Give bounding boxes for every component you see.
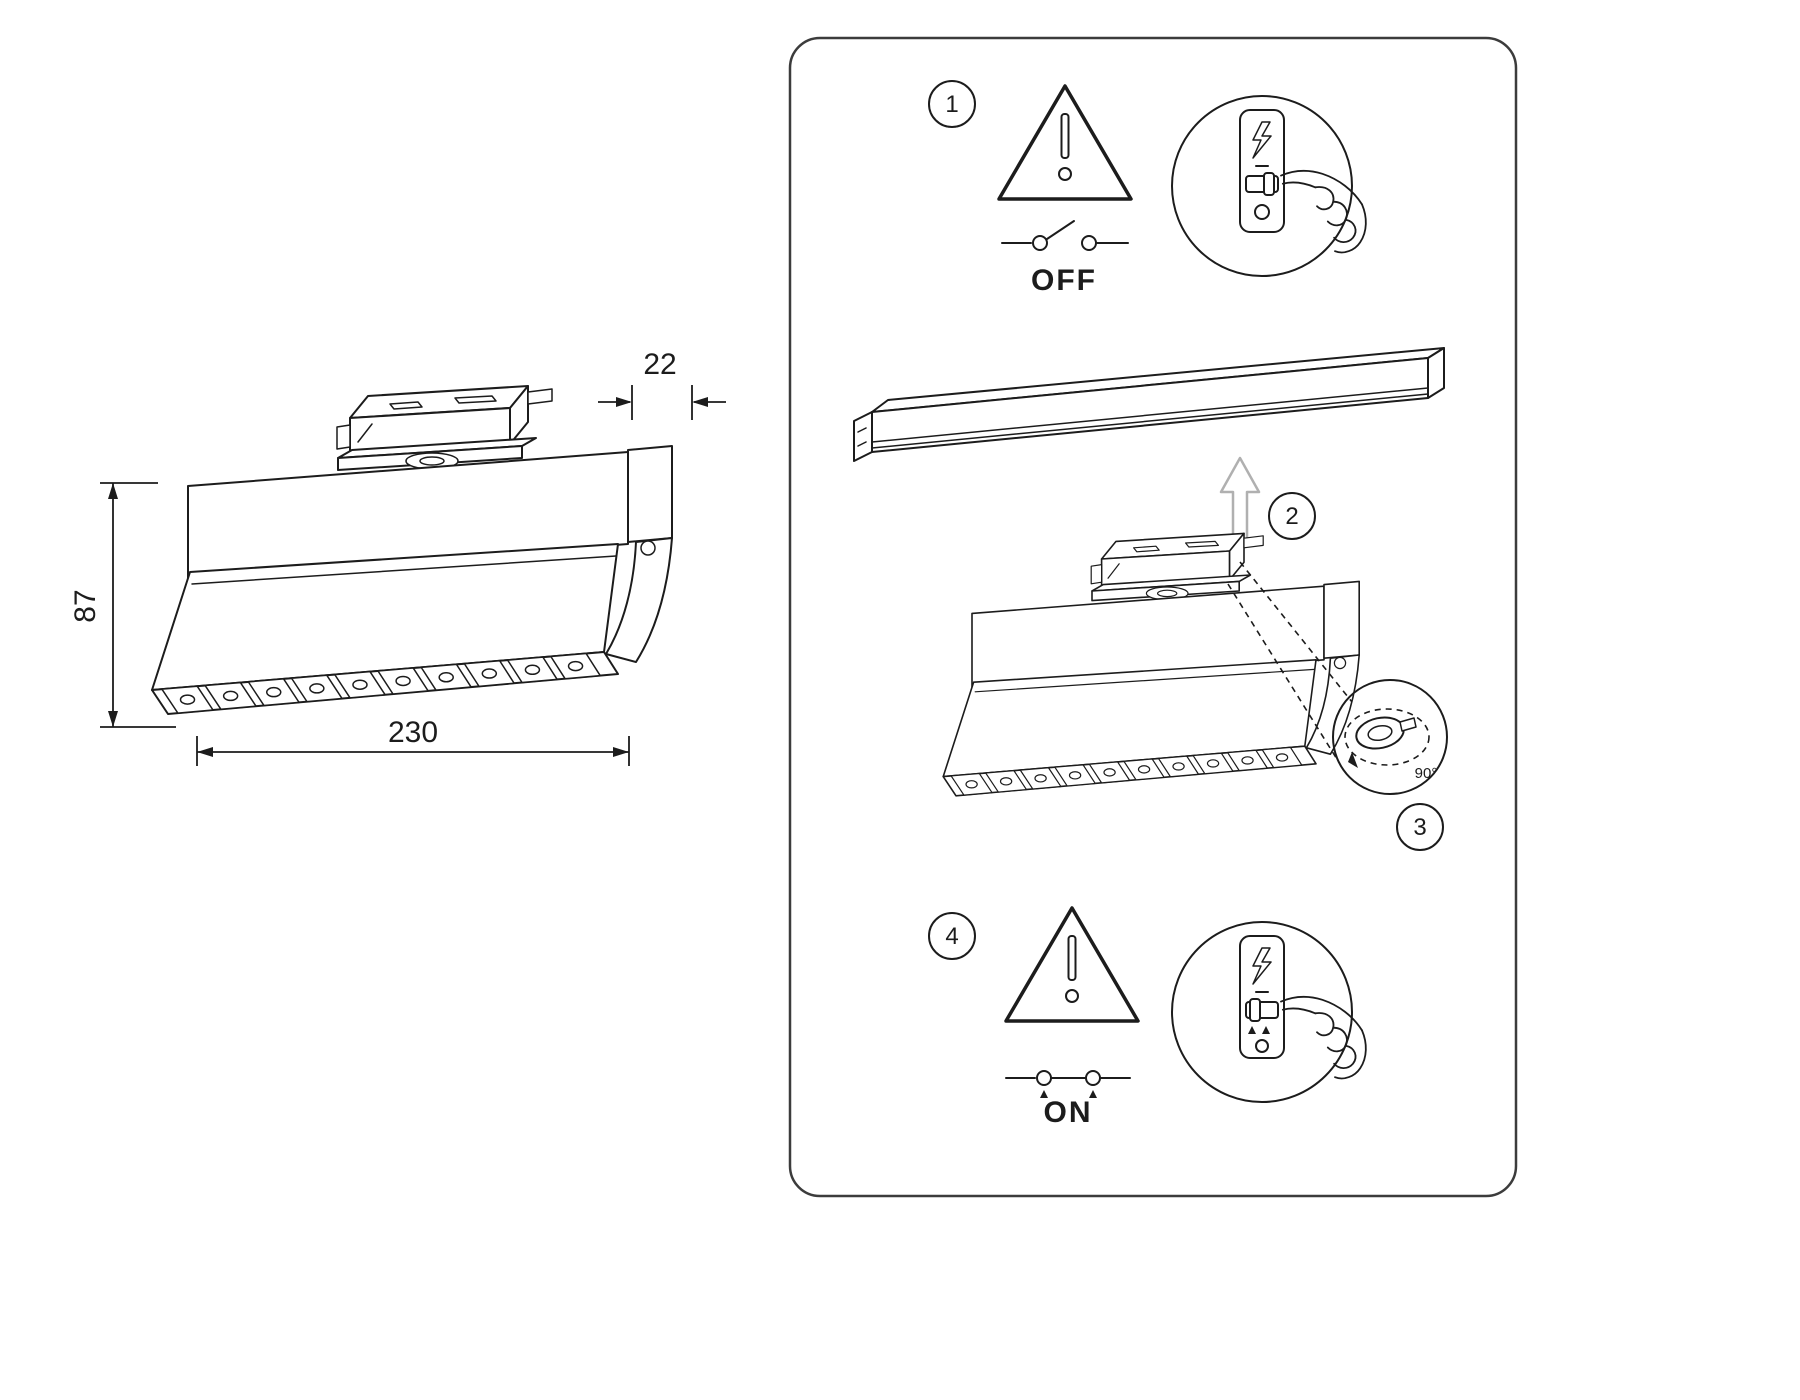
step-4: 4 ON: [928, 906, 1367, 1129]
step-2-number: 2: [1285, 503, 1298, 530]
switch-on-symbol: [1005, 1070, 1131, 1098]
track-rail: [853, 347, 1445, 462]
insert-up-arrow: [1219, 456, 1261, 542]
step-2-badge: [1268, 492, 1316, 540]
step-1-number: 1: [945, 91, 958, 118]
depth-value: 22: [643, 348, 676, 381]
step-3-badge: [1396, 803, 1444, 851]
power-on-detail: [1171, 921, 1367, 1103]
rotation-lock-detail: 90°: [1332, 679, 1448, 795]
step-3: 90° 3: [1227, 561, 1448, 851]
step-1-badge: [928, 80, 976, 128]
width-value: 230: [388, 716, 438, 749]
step-3-number: 3: [1413, 814, 1426, 841]
on-label: ON: [1044, 1096, 1093, 1129]
dimensioned-fixture-view: 87 230 22: [69, 348, 726, 766]
width-dimension: 230: [196, 716, 630, 766]
rotation-angle-label: 90°: [1415, 765, 1438, 782]
off-label: OFF: [1031, 264, 1097, 297]
step-2: 2: [853, 347, 1445, 797]
step-4-badge: [928, 912, 976, 960]
switch-off-symbol: [1001, 220, 1129, 251]
step-1: 1 OFF: [928, 80, 1367, 297]
height-value: 87: [69, 589, 102, 622]
step-4-number: 4: [945, 923, 958, 950]
power-off-detail: [1171, 95, 1367, 277]
depth-dimension: 22: [598, 348, 726, 420]
instructions-panel-border: [788, 36, 1518, 1198]
height-dimension: 87: [69, 482, 176, 728]
